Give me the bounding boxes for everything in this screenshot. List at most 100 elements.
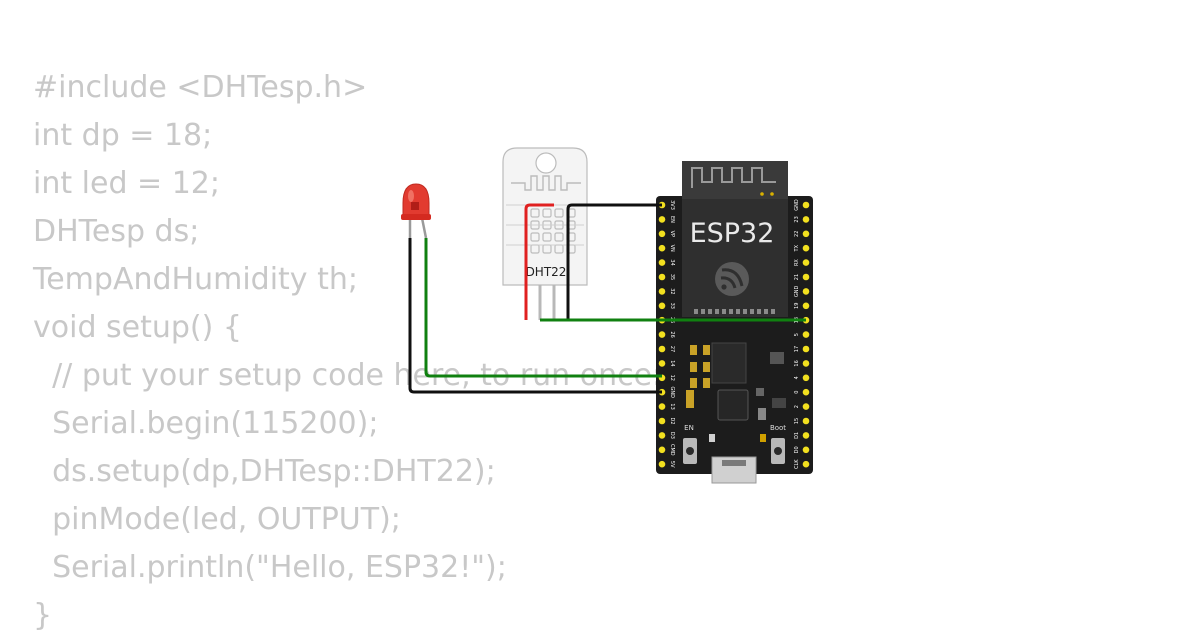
header-pin[interactable]	[658, 331, 666, 338]
code-line[interactable]: }	[33, 598, 53, 633]
header-pin[interactable]	[802, 446, 810, 454]
header-pin[interactable]	[802, 360, 810, 367]
header-pin[interactable]	[802, 403, 810, 410]
header-pin[interactable]	[658, 417, 666, 425]
grille-hole	[554, 208, 564, 218]
header-pin[interactable]	[658, 403, 666, 410]
header-pin[interactable]	[658, 288, 666, 295]
header-pin[interactable]	[802, 216, 810, 223]
header-pin[interactable]	[658, 216, 666, 223]
grille-hole	[554, 232, 564, 242]
voltage-regulator	[711, 342, 747, 384]
header-pin[interactable]	[802, 374, 810, 382]
header-pin[interactable]	[802, 460, 810, 468]
pin-label: CMD	[669, 444, 675, 456]
pin-label: 27	[669, 346, 675, 352]
header-pin[interactable]	[802, 388, 810, 396]
header-pin[interactable]	[802, 230, 810, 238]
pin-label: 0	[794, 391, 800, 394]
pin-label: RX	[794, 259, 800, 266]
pin-label: 19	[794, 303, 800, 309]
code-line[interactable]: #include <DHTesp.h>	[33, 70, 368, 105]
header-pin[interactable]	[658, 460, 666, 468]
header-pin[interactable]	[802, 345, 810, 353]
pin-label: 35	[669, 274, 675, 280]
code-line[interactable]: Serial.begin(115200);	[33, 406, 379, 441]
esp32-board[interactable]: ESP32 EN	[656, 161, 813, 484]
pin-label: GND	[794, 199, 800, 211]
pin-label: 21	[794, 274, 800, 280]
mount-hole-icon	[535, 152, 557, 174]
pin-label: 16	[794, 360, 800, 366]
wire-green-led[interactable]	[424, 238, 662, 378]
code-line[interactable]: pinMode(led, OUTPUT);	[33, 502, 401, 537]
header-pin[interactable]	[658, 360, 666, 367]
code-line[interactable]: DHTesp ds;	[33, 214, 200, 249]
pin-label: 32	[669, 288, 675, 294]
en-label: EN	[684, 424, 694, 432]
pin-label: 5V	[669, 461, 675, 468]
pin-label: D2	[669, 417, 675, 424]
header-pin[interactable]	[658, 345, 666, 353]
boot-label: Boot	[770, 424, 786, 432]
usb-chip	[717, 389, 749, 421]
header-pin[interactable]	[802, 259, 810, 266]
header-pin[interactable]	[802, 432, 810, 439]
header-pin[interactable]	[658, 302, 666, 310]
header-pin[interactable]	[658, 446, 666, 454]
espressif-logo-icon	[715, 262, 749, 296]
code-editor[interactable]: #include <DHTesp.h> int dp = 18; int led =…	[33, 64, 662, 640]
pin-label: 5	[794, 333, 800, 336]
pin-label: 23	[794, 216, 800, 222]
header-pin[interactable]	[658, 273, 666, 281]
wire-black-gnd-led[interactable]	[408, 238, 662, 394]
pin-label: D0	[794, 446, 800, 453]
header-pin[interactable]	[802, 417, 810, 425]
pin-label: 26	[669, 331, 675, 337]
boot-button[interactable]	[771, 438, 785, 464]
pin-label: 3V3	[669, 200, 675, 210]
pin-label: 12	[669, 375, 675, 381]
pin-label: 2	[794, 405, 800, 408]
header-pin[interactable]	[802, 201, 810, 209]
pin-label: 15	[794, 418, 800, 424]
header-pin[interactable]	[802, 288, 810, 295]
pin-label: GND	[669, 386, 675, 398]
code-line[interactable]: int dp = 18;	[33, 118, 213, 153]
grille-hole	[542, 232, 552, 242]
header-pin[interactable]	[802, 244, 810, 252]
pin-label: 14	[669, 360, 675, 366]
pin-label: D3	[669, 432, 675, 439]
red-led[interactable]	[401, 183, 431, 239]
pin-label: GND	[794, 286, 800, 298]
header-pin[interactable]	[658, 230, 666, 238]
code-line[interactable]: int led = 12;	[33, 166, 220, 201]
pin-label: 13	[669, 403, 675, 409]
pin-label: TX	[794, 244, 800, 252]
code-line[interactable]: Serial.println("Hello, ESP32!");	[33, 550, 507, 585]
pin-label: EN	[669, 216, 675, 223]
wire-red-vcc[interactable]	[524, 203, 554, 320]
pin-label: 22	[794, 231, 800, 237]
code-line[interactable]: void setup() {	[33, 310, 242, 345]
pin-label: 33	[669, 303, 675, 309]
pin-label: VN	[669, 245, 675, 252]
pin-label: D1	[794, 432, 800, 439]
code-line[interactable]: ds.setup(dp,DHTesp::DHT22);	[33, 454, 496, 489]
antenna-trace	[691, 167, 776, 188]
header-pin[interactable]	[802, 331, 810, 338]
dht22-sensor[interactable]: DHT22	[502, 147, 588, 320]
grille-hole	[530, 232, 540, 242]
header-pin[interactable]	[802, 273, 810, 281]
header-pin[interactable]	[658, 432, 666, 439]
en-button[interactable]	[683, 438, 697, 464]
header-pin[interactable]	[658, 259, 666, 266]
header-pin[interactable]	[802, 302, 810, 310]
code-line[interactable]: TempAndHumidity th;	[33, 262, 358, 297]
wiring	[408, 203, 806, 394]
pin-label: CLK	[794, 459, 800, 469]
wire-black-gnd-dht[interactable]	[566, 203, 662, 320]
header-pin[interactable]	[658, 244, 666, 252]
